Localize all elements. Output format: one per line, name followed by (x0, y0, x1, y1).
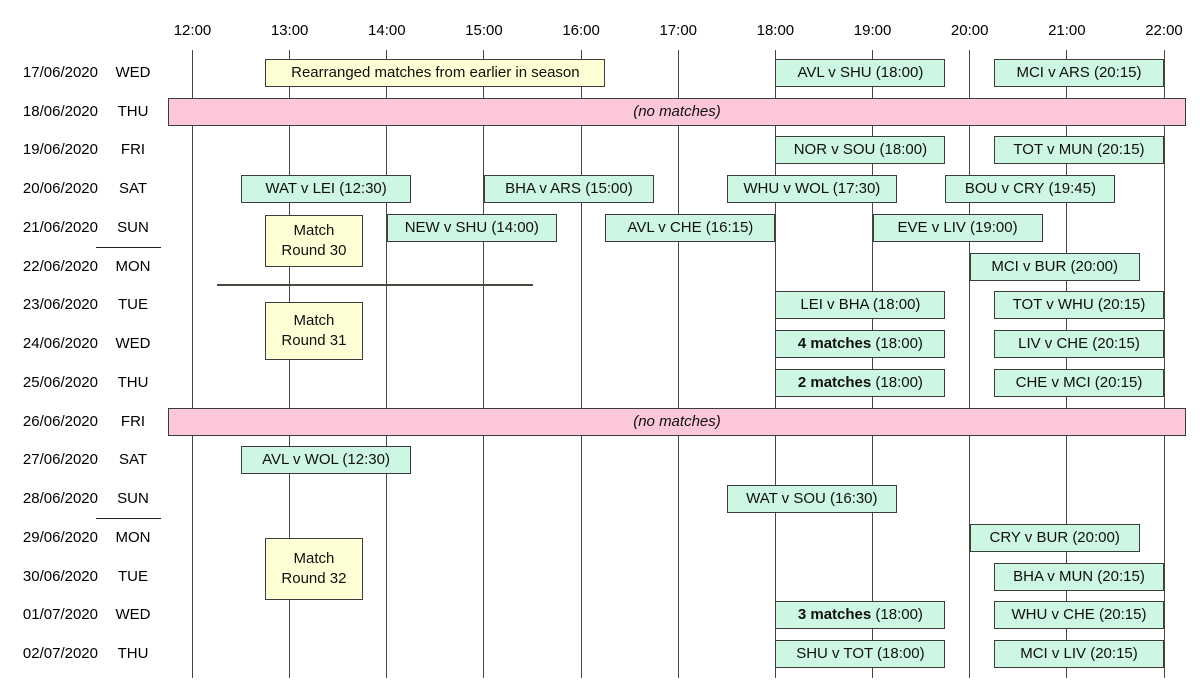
hour-gridline (483, 50, 485, 678)
time-axis-label: 18:00 (756, 22, 795, 39)
time-axis-label: 22:00 (1145, 22, 1183, 39)
match-bar: WHU v WOL (17:30) (726, 175, 897, 204)
match-bar: SHU v TOT (18:00) (775, 639, 946, 668)
hour-gridline (774, 50, 776, 678)
match-bar: MCI v LIV (20:15) (993, 639, 1164, 668)
row-date-label: 17/06/2020 (22, 64, 98, 81)
note-bar: Rearranged matches from earlier in seaso… (265, 59, 606, 87)
match-bar: AVL v WOL (12:30) (241, 446, 412, 475)
row-day-label: SUN (117, 218, 149, 236)
row-date-label: 24/06/2020 (22, 335, 98, 353)
match-bar: CHE v MCI (20:15) (993, 368, 1164, 397)
time-axis-label: 21:00 (1048, 22, 1086, 39)
match-bar: LEI v BHA (18:00) (775, 291, 946, 320)
round-separator-line (217, 284, 533, 286)
round-box-line1: Match (293, 550, 335, 567)
hour-gridline (872, 50, 874, 678)
row-day-label: FRI (120, 141, 146, 159)
hour-gridline (289, 50, 291, 678)
summary-bar-count: 3 matches (797, 606, 872, 624)
row-day-label: MON (115, 257, 151, 275)
match-bar: AVL v SHU (18:00) (775, 59, 946, 87)
row-day-label: SAT (118, 451, 148, 469)
no-matches-bar: (no matches) (168, 97, 1186, 126)
time-axis-label: 15:00 (465, 22, 503, 39)
hour-gridline (1163, 50, 1165, 678)
week-separator-line (96, 517, 161, 519)
row-day-label: SAT (118, 180, 148, 198)
row-day-label: THU (117, 102, 149, 120)
row-date-label: 30/06/2020 (22, 567, 98, 585)
row-day-label: FRI (120, 412, 146, 430)
hour-gridline (386, 50, 388, 678)
time-axis-label: 13:00 (270, 22, 309, 39)
round-box-line1: Match (293, 222, 335, 239)
row-day-label: WED (115, 606, 151, 624)
summary-bar-count: 2 matches (797, 373, 872, 391)
row-day-label: TUE (118, 567, 148, 585)
row-day-label: THU (117, 644, 149, 662)
row-day-label: TUE (118, 296, 148, 314)
time-axis-label: 20:00 (950, 22, 989, 39)
round-box-line1: Match (293, 312, 335, 329)
round-box-line2: Round 32 (281, 570, 347, 587)
time-axis-label: 14:00 (368, 22, 406, 39)
hour-gridline (1066, 50, 1068, 678)
summary-bar: 4 matches (18:00) (775, 330, 946, 359)
hour-gridline (580, 50, 582, 678)
match-bar: NEW v SHU (14:00) (386, 213, 557, 242)
row-date-label: 29/06/2020 (22, 528, 98, 546)
week-separator-line (96, 246, 161, 248)
time-axis-label: 17:00 (659, 22, 698, 39)
row-day-label: WED (115, 64, 151, 81)
match-bar: MCI v BUR (20:00) (969, 252, 1140, 281)
match-bar: TOT v WHU (20:15) (993, 291, 1164, 320)
match-bar: TOT v MUN (20:15) (993, 136, 1164, 165)
row-date-label: 02/07/2020 (22, 644, 98, 662)
summary-bar: 3 matches (18:00) (775, 601, 946, 630)
no-matches-bar: (no matches) (168, 407, 1186, 436)
hour-gridline (192, 50, 193, 678)
match-bar: BHA v ARS (15:00) (483, 175, 654, 204)
time-axis-label: 19:00 (853, 22, 892, 39)
match-bar: LIV v CHE (20:15) (993, 330, 1164, 359)
summary-bar-count: 4 matches (797, 335, 872, 353)
row-date-label: 28/06/2020 (22, 490, 98, 508)
row-date-label: 18/06/2020 (22, 102, 98, 120)
match-bar: WAT v LEI (12:30) (241, 175, 412, 204)
round-box-line2: Round 30 (281, 242, 347, 259)
row-date-label: 21/06/2020 (22, 218, 98, 236)
row-date-label: 27/06/2020 (22, 451, 98, 469)
row-date-label: 19/06/2020 (22, 141, 98, 159)
row-date-label: 26/06/2020 (22, 412, 98, 430)
match-bar: WAT v SOU (16:30) (726, 485, 897, 514)
row-date-label: 23/06/2020 (22, 296, 98, 314)
match-bar: BOU v CRY (19:45) (945, 175, 1116, 204)
match-bar: AVL v CHE (16:15) (605, 213, 776, 242)
round-box-line2: Round 31 (281, 332, 347, 349)
time-axis-label: 16:00 (562, 22, 600, 39)
row-date-label: 25/06/2020 (22, 373, 98, 391)
row-date-label: 22/06/2020 (22, 257, 98, 275)
row-day-label: SUN (117, 490, 149, 508)
summary-bar: 2 matches (18:00) (775, 368, 946, 397)
match-bar: NOR v SOU (18:00) (775, 136, 946, 165)
row-date-label: 01/07/2020 (22, 606, 98, 624)
row-day-label: WED (115, 335, 151, 353)
match-bar: WHU v CHE (20:15) (993, 601, 1164, 630)
time-axis-label: 12:00 (173, 22, 212, 39)
match-bar: CRY v BUR (20:00) (969, 523, 1140, 552)
match-bar: MCI v ARS (20:15) (993, 59, 1164, 87)
row-day-label: MON (115, 528, 151, 546)
row-date-label: 20/06/2020 (22, 180, 98, 198)
row-day-label: THU (117, 373, 149, 391)
hour-gridline (969, 50, 971, 678)
match-bar: EVE v LIV (19:00) (872, 213, 1043, 242)
match-bar: BHA v MUN (20:15) (993, 562, 1164, 591)
hour-gridline (677, 50, 679, 678)
